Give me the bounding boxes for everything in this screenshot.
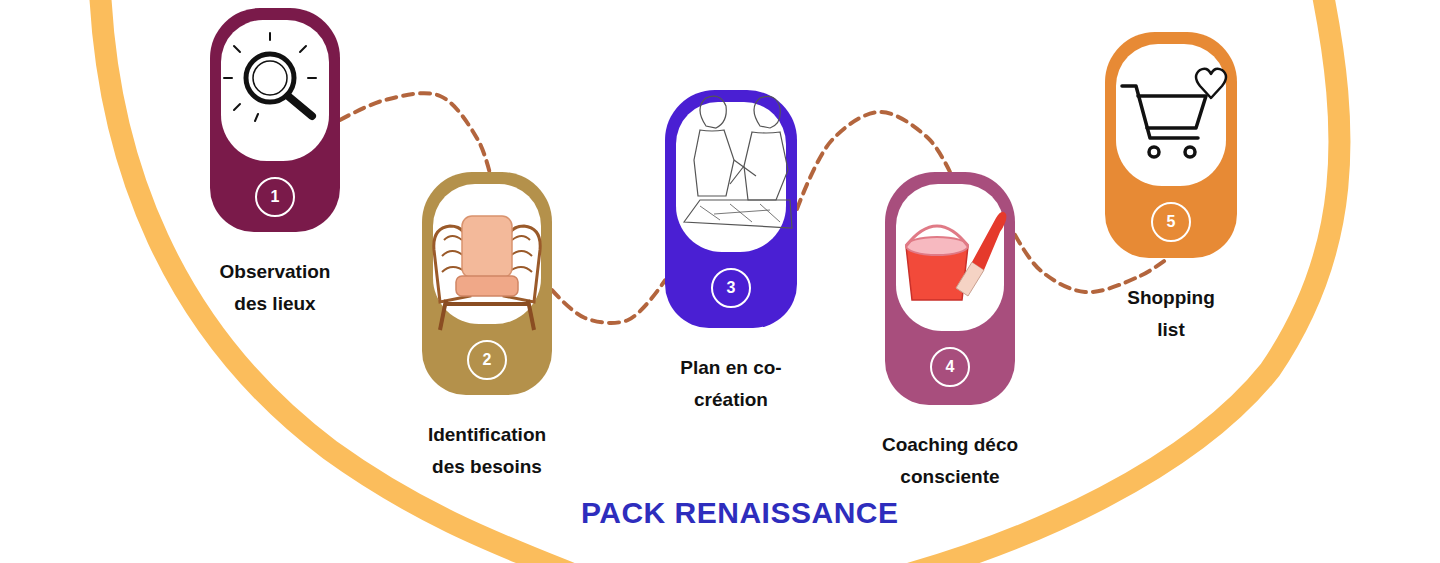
step-card: 4Coaching déco consciente xyxy=(885,172,1015,405)
step-number: 5 xyxy=(1151,202,1191,242)
step-number: 3 xyxy=(711,268,751,308)
icon-panel xyxy=(221,20,329,161)
icon-panel xyxy=(676,102,786,252)
paint-icon xyxy=(906,212,1006,300)
step-label: Identification des besoins xyxy=(412,419,562,483)
step-number: 2 xyxy=(467,340,507,380)
sketch-icon xyxy=(684,96,792,228)
step-label: Plan en co-création xyxy=(656,352,806,416)
step-card: 1Observation des lieux xyxy=(210,8,340,232)
heart-left xyxy=(100,0,575,563)
step-card: 2Identification des besoins xyxy=(422,172,552,395)
armchair-icon xyxy=(434,216,540,330)
icon-panel xyxy=(1116,44,1226,186)
cart-icon xyxy=(1122,69,1226,157)
icon-panel xyxy=(433,184,541,324)
dashed-connector xyxy=(552,280,665,323)
step-label: Observation des lieux xyxy=(205,256,345,320)
step-number: 4 xyxy=(930,347,970,387)
step-card: 3Plan en co-création xyxy=(665,90,797,328)
step-label: Coaching déco consciente xyxy=(875,429,1025,493)
magnifier-icon xyxy=(224,33,316,121)
step-label: Shopping list xyxy=(1111,282,1231,346)
diagram-title: PACK RENAISSANCE xyxy=(581,496,898,530)
step-card: 5Shopping list xyxy=(1105,32,1237,258)
dashed-connector xyxy=(340,93,490,172)
icon-panel xyxy=(896,184,1004,331)
step-number: 1 xyxy=(255,177,295,217)
